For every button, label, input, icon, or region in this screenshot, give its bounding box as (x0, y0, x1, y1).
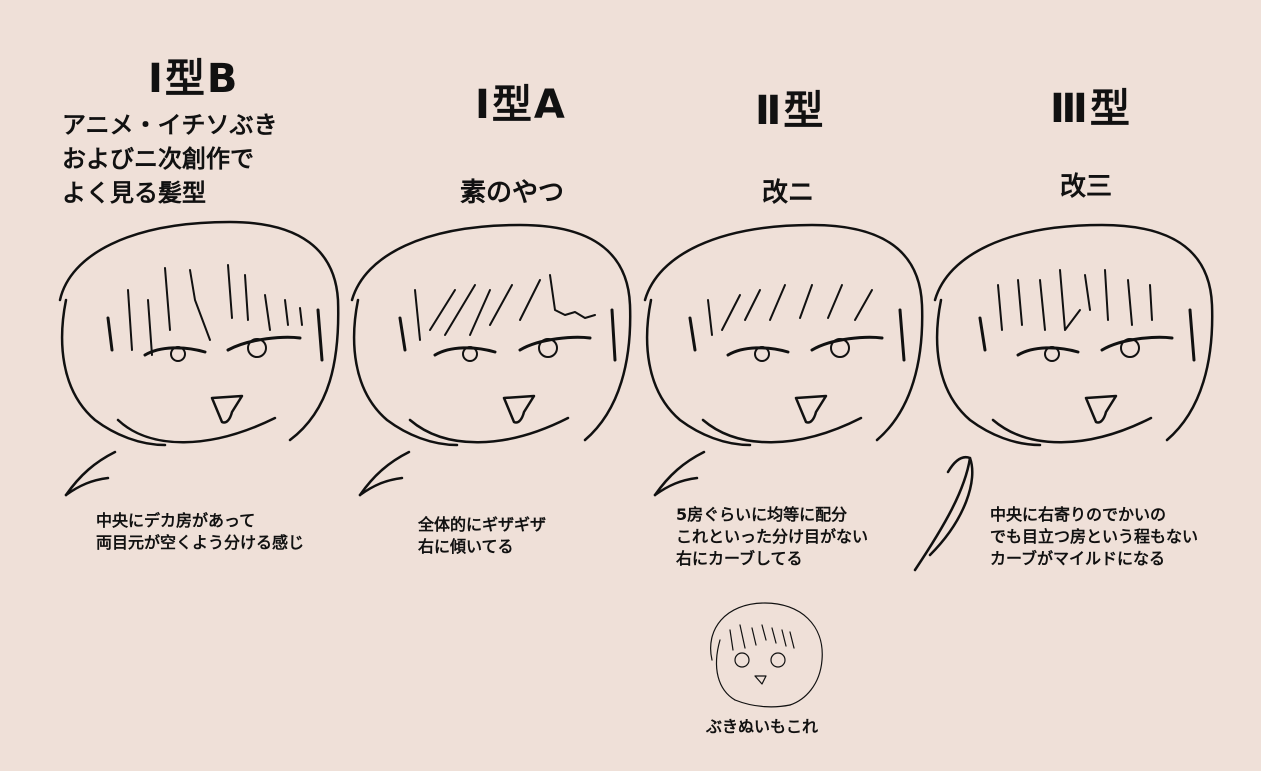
note-type-1a: 全体的にギザギザ 右に傾いてる (418, 515, 547, 556)
face-type-1b (58, 220, 340, 497)
title-type-1b: Ⅰ型B (148, 56, 240, 102)
note-type-3: 中央に右寄りのでかいの でも目立つ房という程もない カーブがマイルドになる (990, 505, 1199, 568)
note-type-2: 5房ぐらいに均等に配分 これといった分け目がない 右にカーブしてる (676, 505, 869, 568)
face-type-1a (350, 223, 632, 497)
title-type-1a: Ⅰ型A (475, 82, 567, 128)
face-type-2 (643, 223, 924, 497)
subtitle-type-1a: 素のやつ (460, 178, 565, 208)
face-type-3 (913, 223, 1214, 572)
subtitle-type-2: 改ニ (762, 178, 815, 208)
title-type-2: Ⅱ型 (755, 88, 826, 134)
subtitle-type-1b: アニメ・イチソぶき およびニ次創作で よく見る髪型 (62, 111, 278, 207)
title-type-3: Ⅲ型 (1050, 86, 1132, 132)
subtitle-type-3: 改三 (1060, 172, 1113, 202)
plush-caption: ぶきぬいもこれ (706, 717, 819, 736)
note-type-1b: 中央にデカ房があって 両目元が空くよう分ける感じ (96, 511, 305, 552)
plush-sketch (710, 602, 823, 708)
